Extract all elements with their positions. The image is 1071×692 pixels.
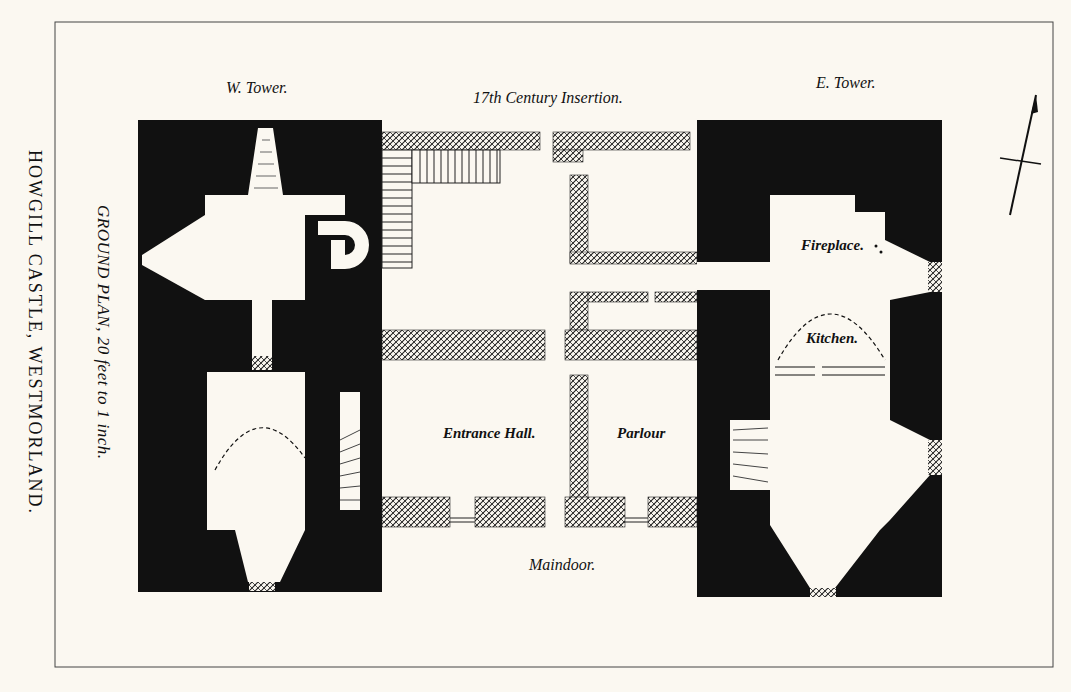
frame: [55, 22, 1053, 667]
west-tower: [138, 120, 382, 592]
insertion-walls: [382, 132, 697, 527]
room-label: Parlour: [615, 425, 667, 442]
section-label: 17th Century Insertion.: [473, 89, 623, 107]
room-label: Fireplace.: [799, 237, 866, 254]
tower-label: W. Tower.: [226, 79, 288, 97]
north-arrow: [1000, 95, 1041, 215]
tower-label: E. Tower.: [816, 74, 875, 92]
room-label: Entrance Hall.: [441, 425, 538, 442]
room-label: Kitchen.: [804, 330, 860, 347]
door-label: Maindoor.: [529, 556, 595, 574]
plan-caption: GROUND PLAN, 20 feet to 1 inch.: [93, 205, 112, 459]
east-tower: [697, 120, 942, 597]
plan-title: HOWGILL CASTLE, WESTMORLAND.: [24, 150, 44, 515]
